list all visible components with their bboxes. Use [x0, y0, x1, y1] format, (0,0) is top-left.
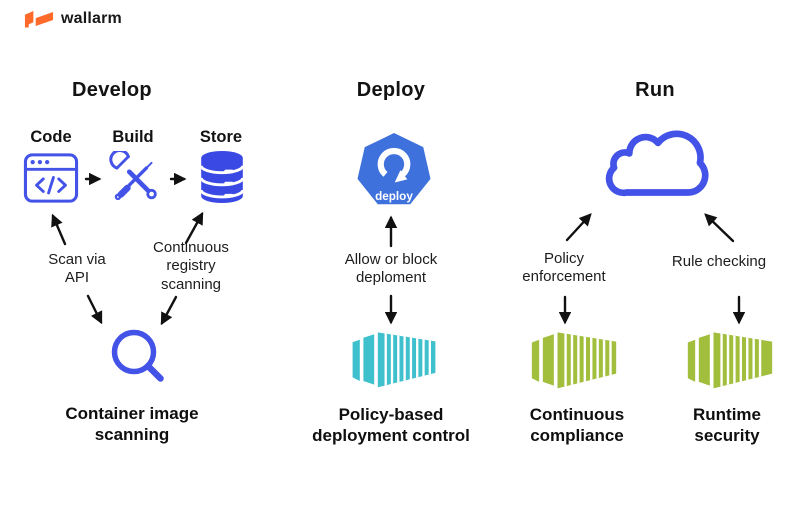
- result-continuous-compliance: Continuous compliance: [529, 405, 625, 446]
- container-icon-teal: [352, 332, 436, 388]
- note-policy-enforcement: Policy enforcement: [522, 250, 606, 286]
- note-allow-or-block-deployment: Allow or block deploment: [344, 251, 438, 287]
- note-rule-checking: Rule checking: [671, 253, 767, 270]
- arrow-registry-to-magnifier: [160, 295, 178, 326]
- cloud-icon: [605, 130, 709, 197]
- stage-title-develop: Develop: [72, 79, 152, 101]
- step-label-build: Build: [112, 128, 154, 146]
- stage-title-deploy: Deploy: [356, 79, 426, 101]
- code-window-icon: [23, 153, 79, 203]
- container-icon-green-compliance: [531, 332, 617, 389]
- magnifier-icon: [111, 329, 164, 382]
- step-label-store: Store: [199, 128, 243, 146]
- note-scan-via-api: Scan via API: [48, 251, 106, 287]
- wallarm-logo-text: wallarm: [61, 10, 122, 27]
- wallarm-flag-icon: [24, 11, 54, 28]
- arrow-rule-to-cloud: [704, 213, 735, 243]
- database-icon: [199, 151, 245, 203]
- wallarm-logo: wallarm: [24, 9, 122, 29]
- result-policy-based-deployment-control: Policy-based deployment control: [312, 405, 470, 446]
- stage-title-run: Run: [635, 79, 675, 101]
- arrow-policy-to-cloud: [565, 213, 592, 242]
- kubernetes-deploy-icon: deploy: [357, 133, 431, 205]
- arrow-scan-to-magnifier: [86, 294, 103, 325]
- tools-icon: [109, 151, 157, 201]
- deploy-icon-label: deploy: [375, 190, 413, 203]
- arrow-scan-api-to-code: [51, 213, 67, 246]
- result-runtime-security: Runtime security: [693, 405, 761, 446]
- step-label-code: Code: [30, 128, 72, 146]
- result-container-image-scanning: Container image scanning: [65, 404, 199, 445]
- container-icon-green-runtime: [687, 332, 773, 389]
- note-continuous-registry-scanning: Continuous registry scanning: [153, 239, 229, 293]
